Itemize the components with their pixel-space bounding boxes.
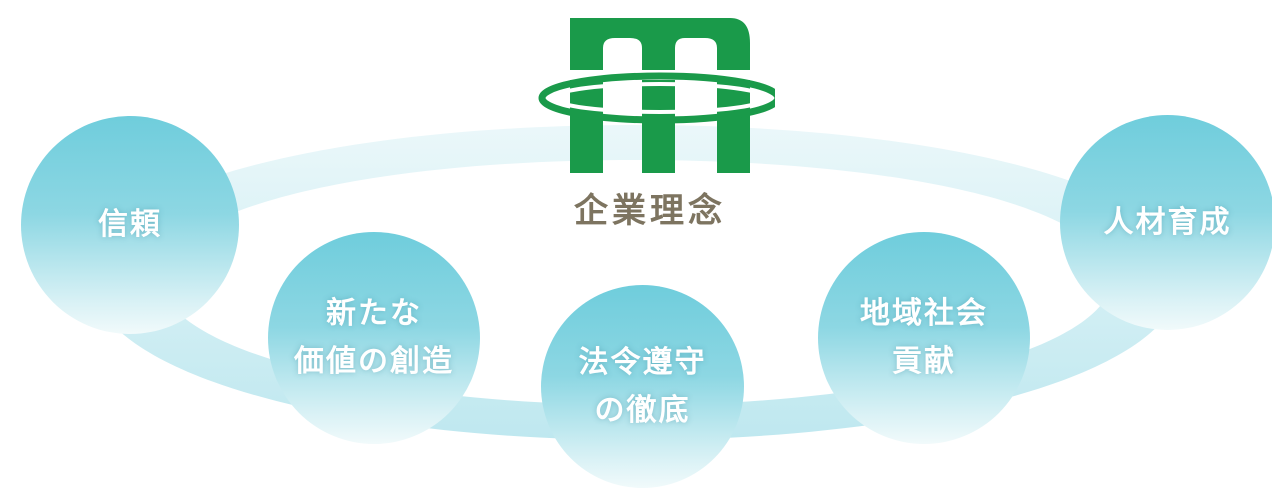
value-label: の徹底	[594, 392, 691, 428]
value-label: 信頼	[98, 207, 162, 242]
value-circle-community-contribution: 地域社会 貢献	[818, 232, 1030, 444]
value-circle-compliance: 法令遵守 の徹底	[541, 285, 744, 488]
value-label: 新たな	[326, 296, 422, 331]
company-logo-icon	[538, 18, 775, 173]
value-label: 地域社会	[860, 296, 988, 331]
value-circle-new-value-creation: 新たな 価値の創造	[268, 232, 480, 444]
value-circle-talent-development: 人材育成	[1060, 115, 1272, 330]
value-circle-trust: 信頼	[21, 116, 239, 334]
value-label: 貢献	[892, 344, 956, 379]
value-label: 法令遵守	[578, 344, 707, 380]
value-label: 人材育成	[1103, 204, 1232, 240]
corporate-philosophy-caption: 企業理念	[574, 191, 726, 231]
value-label: 価値の創造	[294, 344, 454, 379]
